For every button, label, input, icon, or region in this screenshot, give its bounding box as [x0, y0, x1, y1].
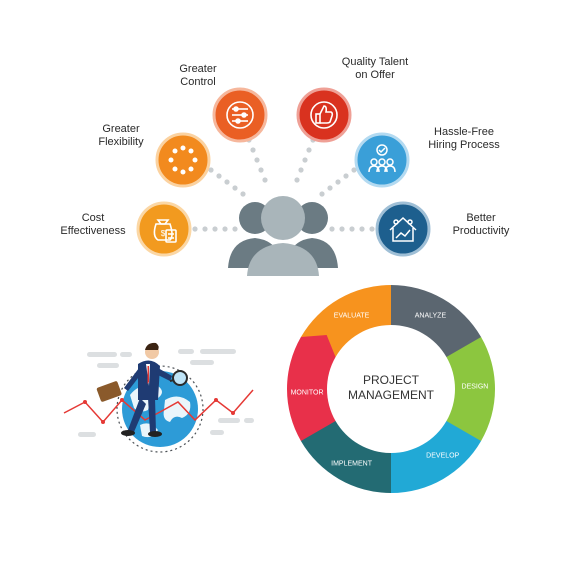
cycle-segment-design: [446, 337, 495, 443]
benefit-label-flex: Greater Flexibility: [98, 123, 144, 148]
cycle-segment-monitor: [287, 335, 336, 441]
house-chart-icon: [389, 216, 417, 242]
cycle-segment-develop: [376, 421, 482, 493]
dotted-connectors: [192, 137, 375, 232]
benefit-hiring: [354, 132, 410, 188]
thumbs-up-icon: [310, 101, 338, 129]
connector-cost: [192, 226, 238, 232]
cycle-center-line2: MANAGEMENT: [348, 388, 435, 402]
money-bag-icon: $: [153, 219, 177, 243]
cycle-center-line1: PROJECT: [363, 373, 420, 387]
cycle-segments: [287, 285, 495, 493]
benefit-productivity: [375, 201, 431, 257]
benefit-cost: $: [136, 201, 192, 257]
benefit-label-control: Greater Control: [179, 63, 217, 88]
benefit-label-hiring: Hassle-Free Hiring Process: [428, 126, 500, 151]
connector-productivity: [329, 226, 375, 232]
connector-flex: [208, 167, 246, 197]
cycle-labels: EVALUATE ANALYZE DESIGN DEVELOP IMPLEMENT MON…: [291, 312, 489, 467]
benefit-label-talent: Quality Talent on Offer: [341, 56, 409, 81]
connector-hiring: [319, 167, 357, 197]
cycle-center: [328, 326, 454, 452]
cycle-label-analyze: ANALYZE: [415, 312, 447, 319]
people-group-icon: [228, 196, 338, 276]
cycle-label-evaluate: EVALUATE: [334, 312, 370, 319]
cycle-label-implement: IMPLEMENT: [331, 461, 373, 468]
cycle-label-design: DESIGN: [462, 384, 489, 391]
svg-text:$: $: [161, 229, 166, 238]
sliders-icon: [226, 101, 254, 129]
benefit-control: [212, 87, 268, 143]
team-icon: [368, 144, 396, 173]
benefit-talent: [296, 87, 352, 143]
benefit-label-cost: Cost Effectiveness: [60, 212, 126, 237]
benefit-label-productivity: Better Productivity: [452, 212, 510, 237]
cycle-label-monitor: MONITOR: [291, 389, 324, 396]
cycle-segment-analyze: [391, 285, 482, 361]
connector-talent: [294, 137, 316, 183]
cycle-icon: [168, 145, 198, 175]
cycle-label-develop: DEVELOP: [426, 453, 459, 460]
benefit-flex: [155, 132, 211, 188]
cycle-segment-implement: [300, 417, 391, 493]
